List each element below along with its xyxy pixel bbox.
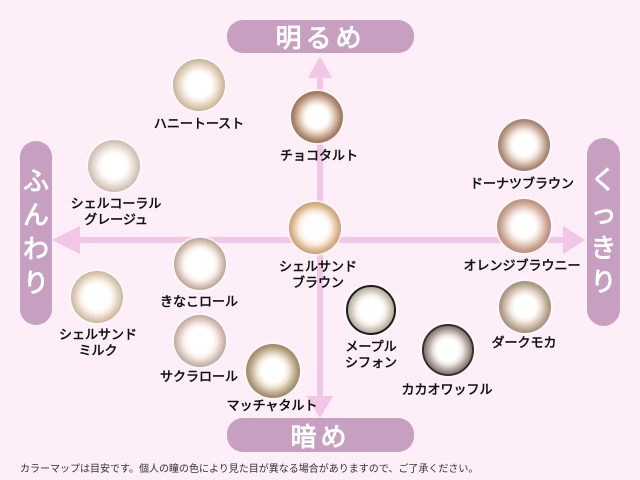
lens-image [498,119,550,171]
lens-image [174,238,226,290]
axis-label-sharp-char: き [590,234,617,264]
lens-label: ドーナツブラウン [469,177,575,192]
lens-image [88,140,140,192]
lens-image [497,199,551,253]
lens-label: チョコタルト [279,149,359,164]
lens-label: マッチャタルト [226,399,318,414]
lens-image [71,271,123,323]
axis-label-sharp-char: く [590,166,617,196]
lens-label: ハニートースト [153,117,245,132]
lens-label: カカオワッフル [401,383,493,398]
axis-label-dark-text: 暗め [290,422,351,453]
lens-label: シェルサンドミルク [58,328,138,359]
lens-label: サクラロール [159,370,239,385]
arrow-left-icon [52,226,80,254]
lens-image [291,91,343,143]
lens-image [499,281,551,333]
lens-label: シェルコーラルグレージュ [70,197,162,228]
axis-label-soft-char: り [22,269,49,299]
lens-image [174,315,226,367]
axis-label-bright: 明るめ [227,20,414,54]
lens-image [173,59,225,111]
lens-label: メープルシフォン [344,340,398,371]
lens-label: ダークモカ [491,336,557,351]
disclaimer-note: カラーマップは目安です。個人の瞳の色により見た目が異なる場合がありますので、ご了… [20,464,479,475]
axis-label-bright-text: 明るめ [275,24,366,54]
axis-label-sharp: く っ き り [587,138,620,326]
axis-label-soft-char: ん [22,201,49,231]
lens-image [289,202,341,254]
lens-label: オレンジブラウニー [463,259,581,274]
lens-label: きなこロール [159,295,239,310]
lens-image [346,285,396,335]
axis-label-dark: 暗め [227,418,414,453]
arrow-right-icon [563,226,585,254]
axis-label-sharp-char: っ [590,200,617,230]
arrow-down-icon [307,396,333,418]
arrow-up-icon [308,56,332,78]
axis-label-soft-char: ふ [22,167,49,197]
axis-label-soft-char: わ [22,235,49,265]
lens-label: シェルサンドブラウン [278,260,358,291]
lens-image [246,344,300,398]
axis-label-soft: ふ ん わ り [20,141,52,325]
axis-label-sharp-char: り [590,268,617,298]
lens-image [422,324,474,376]
